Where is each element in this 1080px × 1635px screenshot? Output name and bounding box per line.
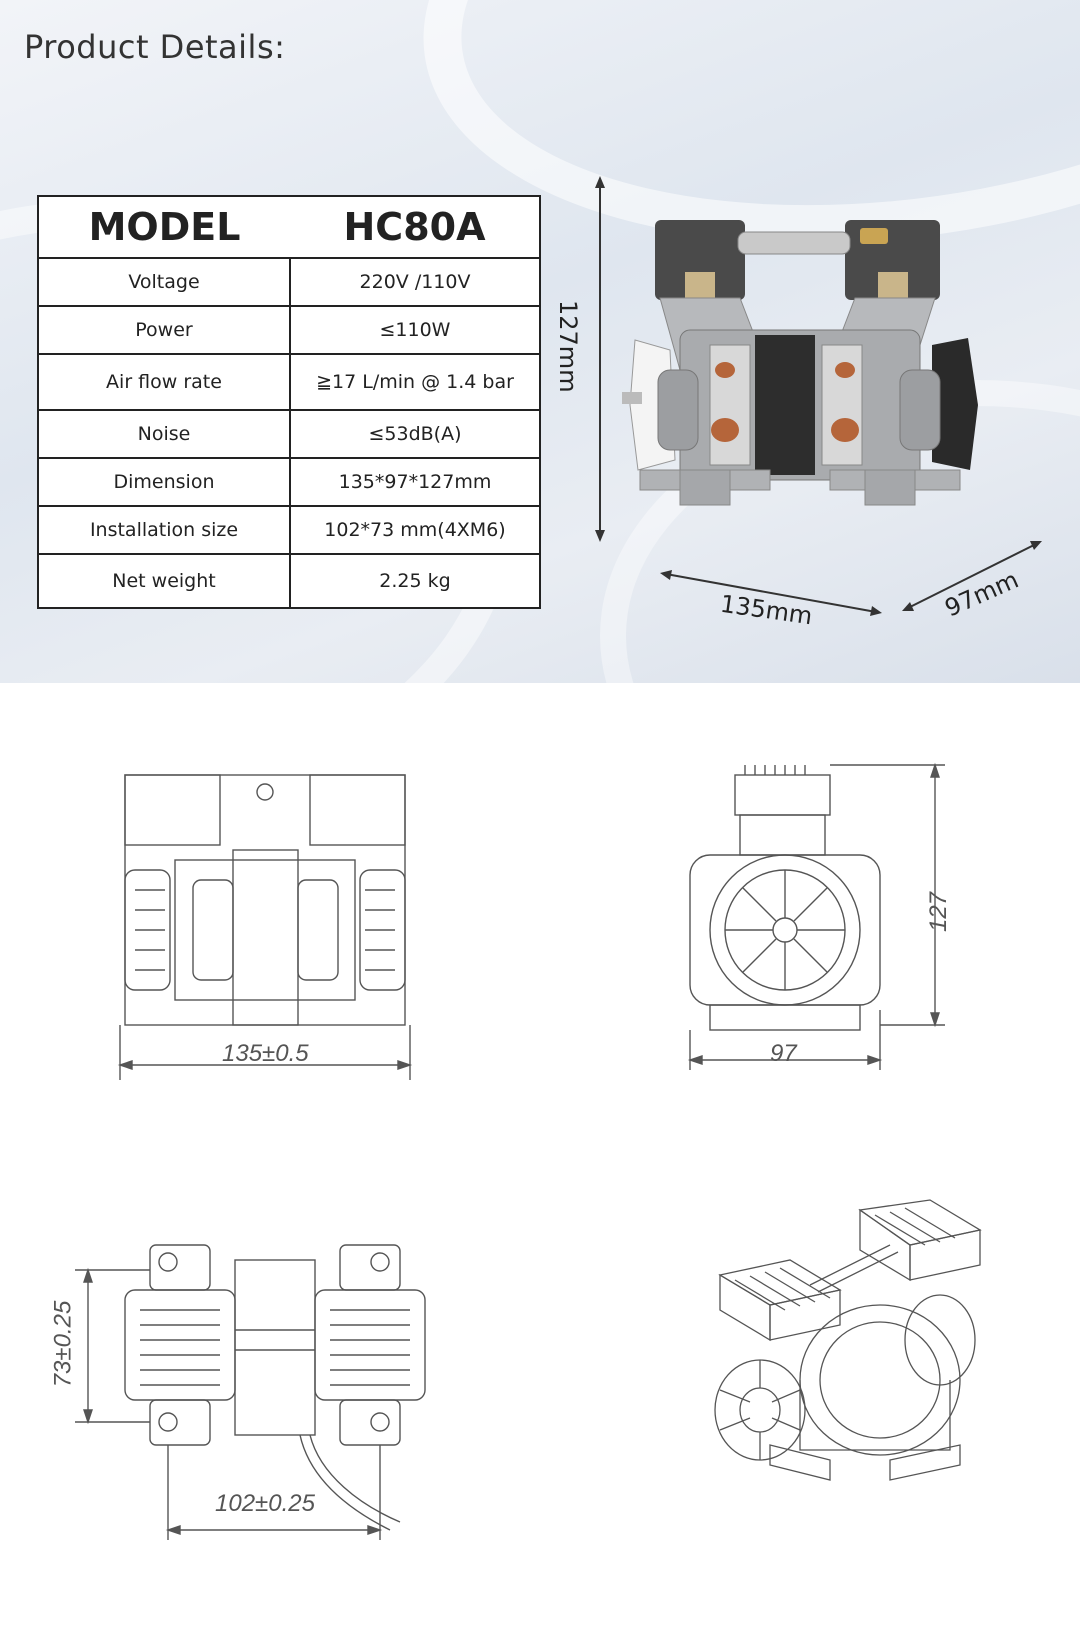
spec-label: Air flow rate	[37, 353, 291, 411]
spec-row: Installation size 102*73 mm(4XM6)	[37, 505, 541, 555]
photo-height-label: 127mm	[554, 300, 582, 393]
spec-value: ≧17 L/min @ 1.4 bar	[289, 353, 541, 411]
spec-value: 102*73 mm(4XM6)	[289, 505, 541, 555]
top-depth-label: 73±0.25	[49, 1300, 77, 1388]
spec-label: Power	[37, 305, 291, 355]
side-view-drawing	[687, 762, 945, 1070]
spec-value: ≤110W	[289, 305, 541, 355]
spec-label: Installation size	[37, 505, 291, 555]
hero-section: Product Details: MODEL HC80A Voltage 220…	[0, 0, 1080, 683]
spec-row: Power ≤110W	[37, 305, 541, 355]
page-title: Product Details:	[24, 28, 286, 66]
spec-label: Net weight	[37, 553, 291, 609]
spec-table: MODEL HC80A Voltage 220V /110V Power ≤11…	[37, 195, 541, 609]
side-height-label: 127	[925, 891, 953, 933]
spec-label: Voltage	[37, 257, 291, 307]
front-width-label: 135±0.5	[222, 1040, 309, 1067]
side-width-label: 97	[770, 1040, 797, 1067]
spec-value: 135*97*127mm	[289, 457, 541, 507]
pump-photo-illustration	[595, 176, 1042, 616]
spec-value: 2.25 kg	[289, 553, 541, 609]
spec-header-row: MODEL HC80A	[37, 195, 541, 259]
top-view-drawing	[75, 1244, 426, 1540]
model-value: HC80A	[290, 195, 541, 259]
spec-row: Net weight 2.25 kg	[37, 553, 541, 609]
spec-value: ≤53dB(A)	[289, 409, 541, 459]
spec-row: Dimension 135*97*127mm	[37, 457, 541, 507]
top-width-label: 102±0.25	[215, 1490, 315, 1517]
spec-row: Air flow rate ≧17 L/min @ 1.4 bar	[37, 353, 541, 411]
front-view-drawing	[117, 774, 413, 1080]
spec-value: 220V /110V	[289, 257, 541, 307]
spec-row: Voltage 220V /110V	[37, 257, 541, 307]
spec-label: Dimension	[37, 457, 291, 507]
spec-row: Noise ≤53dB(A)	[37, 409, 541, 459]
spec-label: Noise	[37, 409, 291, 459]
model-label: MODEL	[37, 195, 290, 259]
isometric-drawing	[714, 1199, 982, 1481]
